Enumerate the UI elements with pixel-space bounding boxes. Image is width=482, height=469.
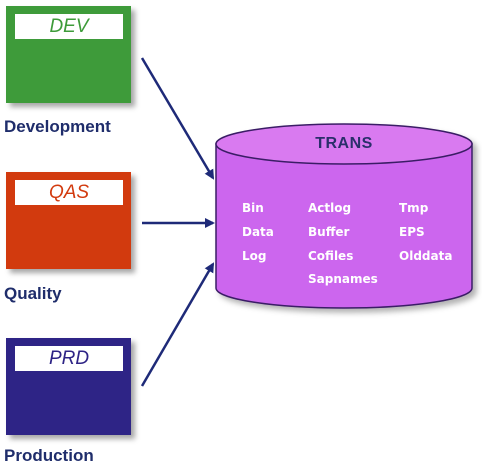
- db-folder-actlog: Actlog: [308, 201, 352, 215]
- db-folder-olddata: Olddata: [399, 249, 453, 263]
- system-code-qas: QAS: [15, 180, 123, 205]
- system-box-dev: DEV: [6, 6, 131, 103]
- database-title: TRANS: [315, 135, 373, 152]
- db-folder-eps: EPS: [399, 225, 425, 239]
- system-name-prd: Production: [4, 446, 94, 465]
- db-folder-cofiles: Cofiles: [308, 249, 354, 263]
- system-code-prd: PRD: [15, 346, 123, 371]
- db-folder-log: Log: [242, 249, 267, 263]
- system-code-dev: DEV: [15, 14, 123, 39]
- arrow-prd: [140, 262, 215, 387]
- system-box-qas: QAS: [6, 172, 131, 269]
- system-name-qas: Quality: [4, 284, 62, 303]
- database-cylinder: [215, 123, 473, 309]
- system-name-dev: Development: [4, 117, 111, 136]
- system-box-prd: PRD: [6, 338, 131, 435]
- db-folder-sapnames: Sapnames: [308, 272, 378, 286]
- arrow-dev: [140, 57, 215, 180]
- db-folder-tmp: Tmp: [399, 201, 429, 215]
- db-folder-data: Data: [242, 225, 274, 239]
- db-folder-buffer: Buffer: [308, 225, 350, 239]
- db-folder-bin: Bin: [242, 201, 264, 215]
